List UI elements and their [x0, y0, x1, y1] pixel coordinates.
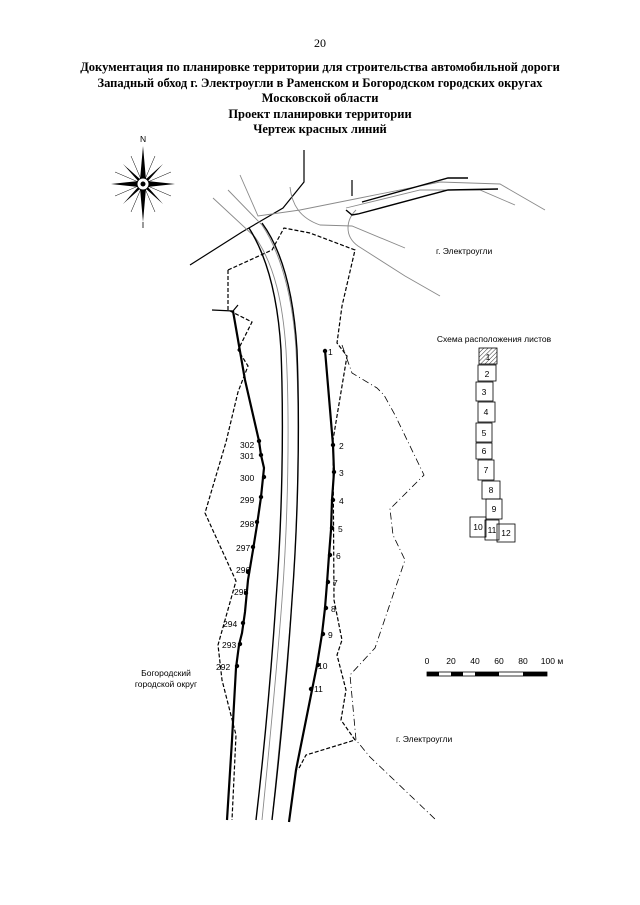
- city-label-bottom: г. Электроугли: [396, 734, 452, 744]
- title-line-3: Московской области: [261, 91, 379, 105]
- point-label: 9: [328, 630, 333, 640]
- road-axis: [248, 177, 499, 821]
- red-line-left: [225, 310, 266, 821]
- sheet-label: 4: [484, 407, 489, 417]
- city-label-top: г. Электроугли: [436, 246, 492, 256]
- left-point-markers: [234, 438, 267, 669]
- point-label: 5: [338, 524, 343, 534]
- district-label-line2: городской округ: [135, 679, 197, 689]
- point-label: 7: [333, 578, 338, 588]
- sheet-label: 5: [482, 428, 487, 438]
- point-label: 292: [216, 662, 230, 672]
- point-label: 6: [336, 551, 341, 561]
- point-label: 298: [240, 519, 254, 529]
- scale-tick-label: 20: [446, 656, 456, 666]
- territory-boundary: [204, 227, 356, 821]
- scale-tick-label: 60: [494, 656, 504, 666]
- point-label: 300: [240, 473, 254, 483]
- compass-rose-icon: N: [111, 134, 175, 228]
- point-label: 295: [234, 587, 248, 597]
- sheet-label: 7: [484, 465, 489, 475]
- page-number: 20: [314, 36, 326, 50]
- title-line-4: Проект планировки территории: [228, 106, 412, 121]
- point-label: 3: [339, 468, 344, 478]
- point-label: 296: [236, 565, 250, 575]
- sheet-label: 6: [482, 446, 487, 456]
- right-point-labels: 1 2 3 4 5 6 7 8 9 10 11: [314, 347, 344, 694]
- sheet-label: 9: [492, 504, 497, 514]
- title-line-1: Документация по планировке территории дл…: [80, 60, 560, 74]
- point-label: 11: [314, 684, 323, 694]
- district-label-line1: Богородский: [141, 668, 191, 678]
- sheet-label: 10: [473, 522, 483, 532]
- sheet-label: 11: [488, 525, 497, 535]
- sheet-label: 2: [485, 369, 490, 379]
- municipal-boundary: [341, 344, 437, 821]
- title-block: Документация по планировке территории дл…: [40, 60, 600, 138]
- point-label: 293: [222, 640, 236, 650]
- scale-tick-label: 80: [518, 656, 528, 666]
- point-label: 301: [240, 451, 254, 461]
- point-label: 302: [240, 440, 254, 450]
- sheet-label: 8: [489, 485, 494, 495]
- red-line-right: [287, 349, 336, 823]
- scale-bar: 0 20 40 60 80 100 м: [425, 656, 564, 677]
- sheet-scheme-title: Схема расположения листов: [437, 334, 552, 344]
- boundary-lines: [189, 150, 353, 312]
- sheet-label: 1: [486, 352, 491, 362]
- scale-tick-label: 40: [470, 656, 480, 666]
- scale-tick-label: 0: [425, 656, 430, 666]
- point-label: 294: [223, 619, 237, 629]
- point-label: 2: [339, 441, 344, 451]
- title-line-2: Западный обход г. Электроугли в Раменско…: [97, 75, 543, 90]
- point-label: 1: [328, 347, 333, 357]
- point-label: 4: [339, 496, 344, 506]
- sheet-layout-scheme: Схема расположения листов 1 2 3 4 5 6 7 …: [437, 334, 552, 543]
- sheet-label: 3: [482, 387, 487, 397]
- compass-north-label: N: [140, 134, 146, 144]
- point-label: 299: [240, 495, 254, 505]
- left-point-labels: 302 301 300 299 298 297 296 295 294 293 …: [216, 440, 254, 672]
- point-label: 10: [318, 661, 328, 671]
- sheet-label: 12: [501, 528, 511, 538]
- title-line-5: Чертеж красных линий: [253, 122, 387, 136]
- point-label: 297: [236, 543, 250, 553]
- scale-tick-label: 100 м: [541, 656, 564, 666]
- point-label: 8: [331, 604, 336, 614]
- right-point-markers: [308, 348, 337, 692]
